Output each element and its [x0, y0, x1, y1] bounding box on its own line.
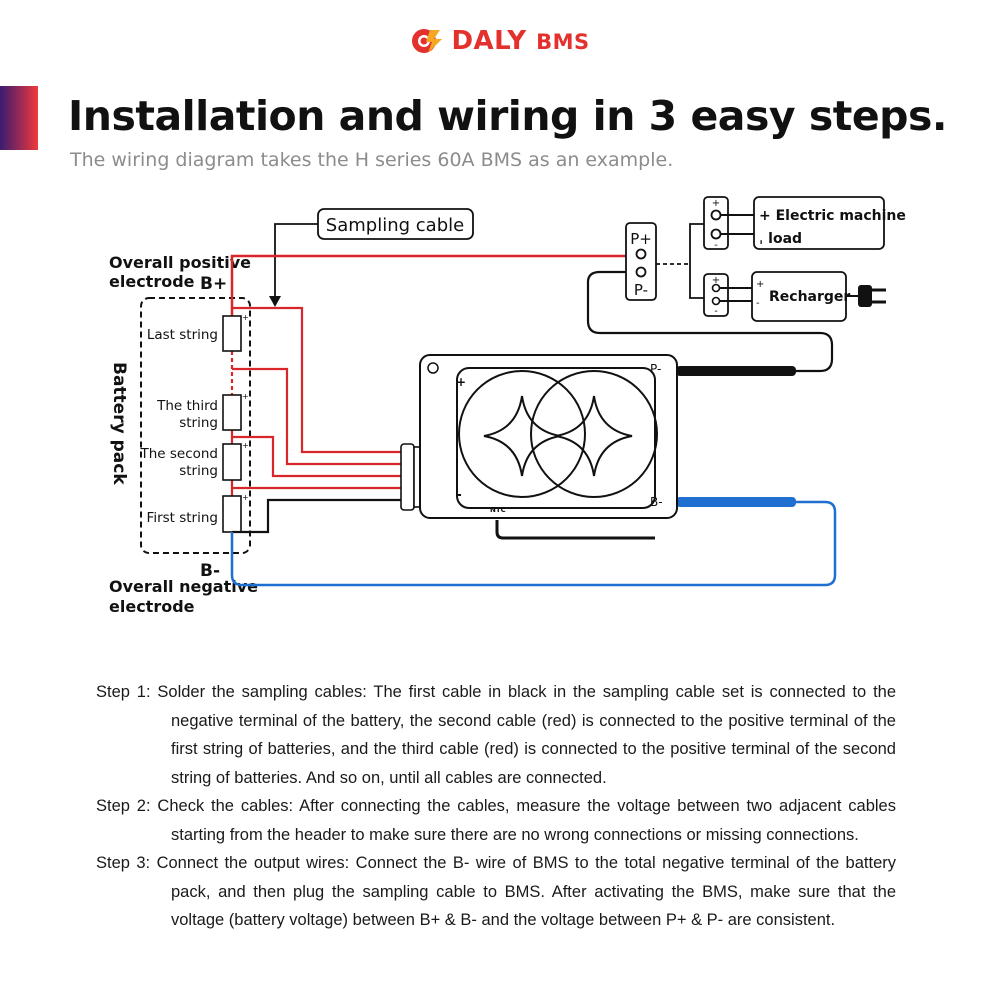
recharger-plus-sign: + [712, 275, 720, 286]
b-plus-main-wire [230, 254, 628, 316]
accent-bar [0, 86, 38, 150]
ntc-cable [495, 520, 655, 540]
b-minus-wire [230, 500, 837, 587]
recharger-minus-sign: - [714, 306, 718, 317]
label-third-string-2: string [179, 415, 218, 431]
p-minus-lead [676, 366, 796, 376]
p-plus-label: P+ [630, 230, 652, 248]
page-title: Installation and wiring in 3 easy steps. [68, 92, 948, 140]
board-b-minus-label: B- [650, 495, 663, 509]
output-terminal-box [625, 222, 657, 301]
b-minus-lead [676, 497, 796, 507]
step-1-text: Solder the sampling cables: The first ca… [157, 683, 897, 787]
label-last-string: Last string [147, 327, 218, 343]
step-1: Step 1: Solder the sampling cables: The … [96, 678, 896, 792]
board-plus-label: + [456, 375, 466, 389]
battery-pack-outline [140, 297, 251, 554]
step-3-text: Connect the output wires: Connect the B-… [156, 854, 896, 929]
p-plus-terminal [635, 248, 647, 260]
step-1-label: Step 1: [96, 683, 151, 701]
recharger-label: Recharger [769, 289, 850, 305]
cell-last: + [222, 313, 249, 352]
sampling-wires [232, 306, 406, 534]
cell-second: + [222, 441, 249, 481]
electric-machine-label: + Electric machine [759, 208, 906, 224]
board-minus-label: - [456, 487, 462, 503]
label-second-string-2: string [179, 463, 218, 479]
overall-positive-label-2: electrode [109, 272, 195, 291]
brand-name: DALY BMS [451, 26, 590, 56]
step-2: Step 2: Check the cables: After connecti… [96, 792, 896, 849]
bms-board: P- B- + - NTC [419, 354, 678, 519]
power-plug-icon [846, 285, 886, 307]
recharger-minus-terminal [711, 296, 721, 306]
cell-third: + [222, 392, 249, 431]
battery-pack-label: Battery pack [109, 362, 129, 485]
motor-terminal-block [703, 196, 729, 250]
motor-minus-sign: - [714, 240, 718, 251]
daly-logo-icon [412, 29, 443, 53]
svg-text:+: + [242, 441, 249, 450]
svg-text:+: + [242, 313, 249, 322]
sampling-cable-label: Sampling cable [326, 215, 464, 236]
svg-text:+: + [242, 392, 249, 401]
step-3-label: Step 3: [96, 854, 151, 872]
b-plus-label: B+ [200, 274, 227, 294]
svg-text:+: + [242, 493, 249, 502]
overall-positive-label-1: Overall positive [109, 253, 251, 272]
sampling-connector-plug [400, 443, 415, 511]
motor-plus-terminal [710, 209, 722, 221]
wiring-diagram: Sampling cable Battery pack Overall posi… [109, 196, 906, 616]
b-minus-label: B- [200, 561, 220, 581]
board-p-minus-label: P- [650, 362, 661, 376]
recharger-plus-terminal [711, 283, 721, 293]
recharger-box-plus: + [756, 279, 764, 290]
recharger-box-minus: - [756, 298, 760, 309]
label-second-string-1: The second [139, 446, 218, 462]
cell-first: + [222, 493, 249, 533]
motor-plus-sign: + [712, 198, 720, 209]
p-minus-terminal [635, 266, 647, 278]
board-ntc-label: NTC [490, 506, 506, 514]
overall-negative-label-1: Overall negative [109, 577, 258, 596]
overall-negative-label-2: electrode [109, 597, 195, 616]
p-minus-wire [586, 270, 834, 373]
recharger-terminal-block [703, 273, 729, 317]
step-2-text: Check the cables: After connecting the c… [157, 797, 896, 844]
sampling-cable-pointer [274, 223, 318, 298]
p-minus-label: P- [634, 281, 648, 299]
label-first-string: First string [147, 510, 218, 526]
load-branch-line [689, 223, 704, 299]
step-2-label: Step 2: [96, 797, 151, 815]
motor-minus-terminal [710, 228, 722, 240]
electric-machine-box [753, 196, 885, 250]
label-third-string-1: The third [156, 398, 218, 414]
page-subtitle: The wiring diagram takes the H series 60… [70, 149, 674, 171]
arrow-down-icon [269, 296, 281, 307]
steps-list: Step 1: Solder the sampling cables: The … [96, 678, 896, 935]
load-label: ˌ load [759, 231, 802, 247]
step-3: Step 3: Connect the output wires: Connec… [96, 849, 896, 935]
brand-logo: DALY BMS [0, 26, 1000, 56]
